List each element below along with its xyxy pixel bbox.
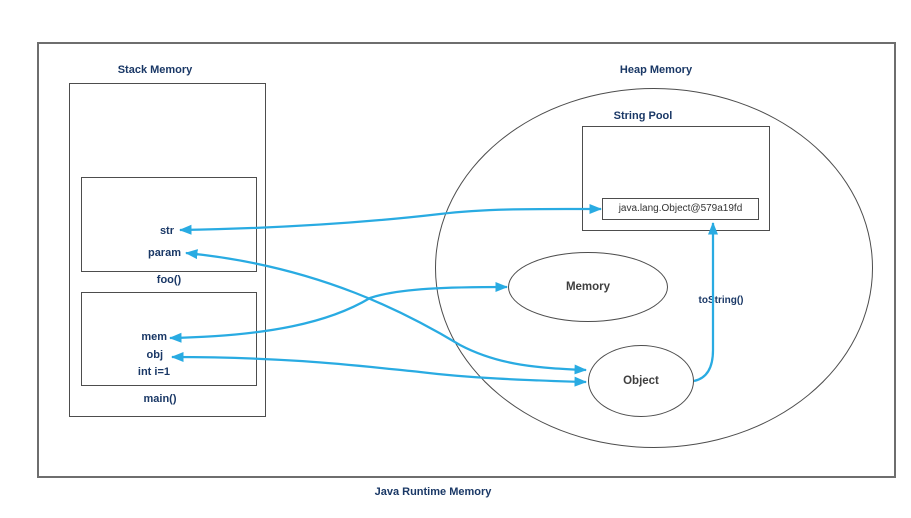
object-object-label: Object bbox=[623, 375, 659, 387]
string-pool-title: String Pool bbox=[613, 110, 673, 122]
interned-string-box: java.lang.Object@579a19fd bbox=[602, 198, 759, 220]
java-runtime-memory-label: Java Runtime Memory bbox=[374, 486, 492, 498]
main-frame-label: main() bbox=[143, 393, 177, 405]
string-pool-box bbox=[582, 126, 770, 231]
interned-string-value: java.lang.Object@579a19fd bbox=[618, 203, 743, 214]
heap-memory-title: Heap Memory bbox=[619, 64, 693, 76]
object-object-ellipse bbox=[588, 345, 694, 417]
stack-memory-title: Stack Memory bbox=[117, 64, 193, 76]
memory-object-label: Memory bbox=[565, 281, 611, 293]
var-param-label: param bbox=[147, 247, 181, 259]
foo-frame-label: foo() bbox=[156, 274, 182, 286]
var-mem-label: mem bbox=[141, 331, 167, 343]
var-int-i-label: int i=1 bbox=[137, 366, 170, 378]
java-runtime-memory-frame bbox=[37, 42, 896, 478]
tostring-label: toString() bbox=[698, 295, 744, 306]
var-str-label: str bbox=[159, 225, 174, 237]
var-obj-label: obj bbox=[146, 349, 164, 361]
